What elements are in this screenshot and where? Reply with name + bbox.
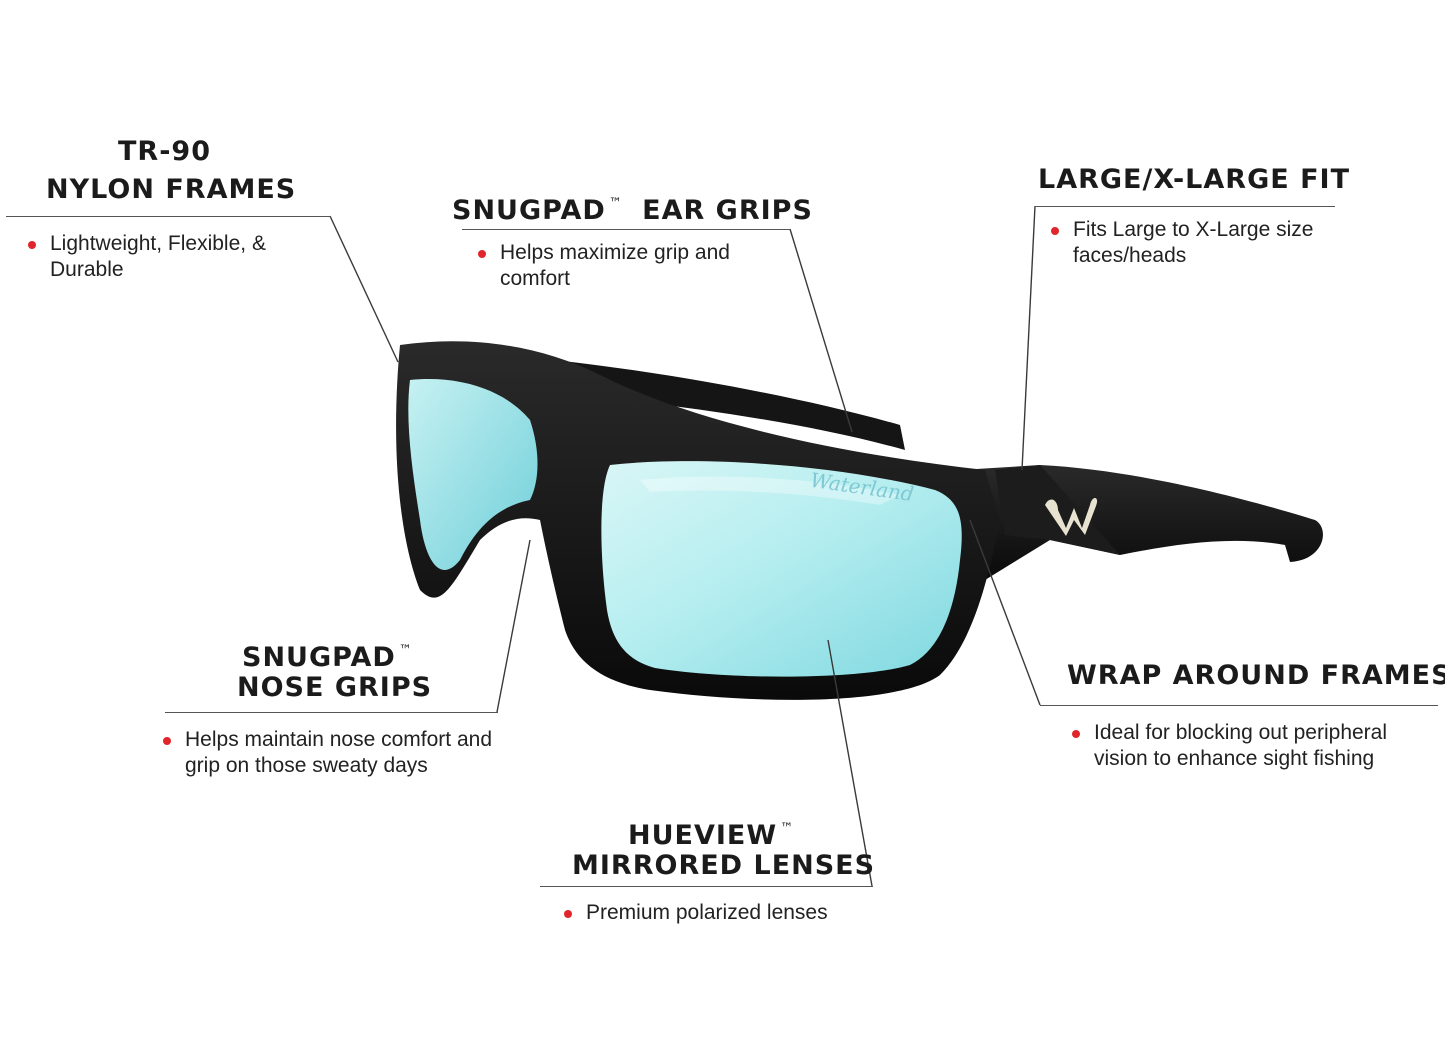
frames-title-line2: NYLON FRAMES [46, 174, 297, 205]
fit-bullet: Fits Large to X-Large size faces/heads [1051, 217, 1373, 269]
right-lens [601, 461, 962, 677]
lenses-bullet: Premium polarized lenses [564, 900, 906, 926]
lenses-title-line2: MIRRORED LENSES [572, 850, 876, 881]
wrap-bullet: Ideal for blocking out peripheral vision… [1072, 720, 1444, 772]
nose-grips-bullet: Helps maintain nose comfort and grip on … [163, 727, 515, 779]
ear-grips-rule [462, 229, 790, 230]
fit-title: LARGE/X-LARGE FIT [1038, 164, 1350, 195]
wrap-title: WRAP AROUND FRAMES [1067, 660, 1445, 691]
wrap-rule [1040, 705, 1438, 706]
frames-bullet: Lightweight, Flexible, & Durable [28, 231, 330, 283]
nose-grips-title-line2: NOSE GRIPS [237, 672, 433, 703]
frames-title-line1: TR-90 [118, 136, 211, 167]
ear-grips-bullet: Helps maximize grip and comfort [478, 240, 790, 292]
frames-rule [6, 216, 331, 217]
fit-rule [1035, 206, 1335, 207]
w-logo-icon [1045, 497, 1098, 536]
nose-grips-rule [165, 712, 498, 713]
left-lens [408, 379, 538, 571]
lenses-rule [540, 886, 873, 887]
